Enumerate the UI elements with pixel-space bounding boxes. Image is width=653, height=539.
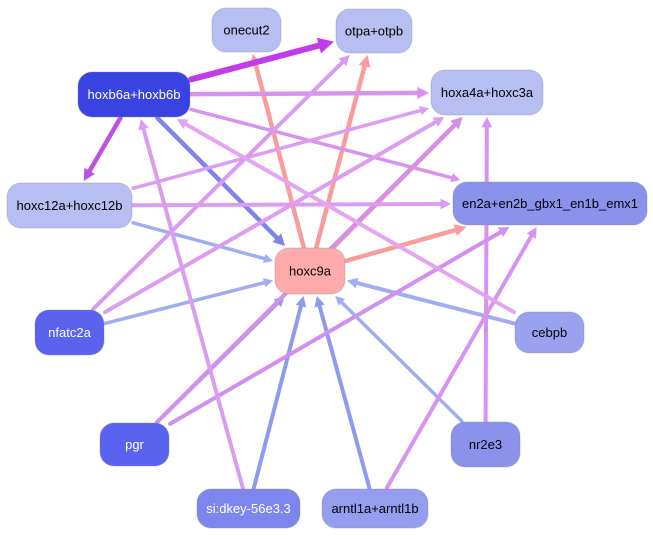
arrowhead-icon bbox=[450, 173, 461, 183]
edge-line bbox=[188, 42, 323, 83]
edge-line bbox=[384, 233, 534, 490]
edge-line bbox=[483, 124, 489, 423]
edge-nfatc2a-to-hoxc9a bbox=[103, 278, 273, 326]
node-hoxb6a[interactable]: hoxb6a+hoxb6b bbox=[77, 71, 191, 118]
node-shape[interactable] bbox=[514, 311, 585, 354]
node-layer: onecut2 otpa+otpb hoxb6a+hoxb6b hoxa4a+hoxc… bbox=[6, 7, 648, 529]
edge-layer bbox=[83, 37, 537, 490]
edge-line bbox=[131, 201, 444, 208]
edge-nr2e3-to-hoxa4a bbox=[481, 117, 493, 423]
arrowhead-icon bbox=[338, 55, 350, 67]
node-otpa[interactable]: otpa+otpb bbox=[335, 8, 413, 54]
node-shape[interactable] bbox=[274, 247, 346, 295]
arrowhead-icon bbox=[295, 296, 307, 308]
edge-line bbox=[317, 303, 372, 490]
arrowhead-icon bbox=[83, 167, 95, 181]
node-shape[interactable] bbox=[450, 421, 521, 468]
edge-cebpb-to-hoxb6a bbox=[176, 119, 516, 315]
arrowhead-icon bbox=[497, 227, 510, 237]
edge-line bbox=[339, 299, 464, 423]
edge-cebpb-to-hoxc9a bbox=[347, 277, 516, 326]
arrowhead-icon bbox=[314, 296, 325, 308]
edge-hoxb6a-to-otpa bbox=[188, 37, 334, 83]
edge-line bbox=[314, 63, 368, 250]
edge-line bbox=[131, 221, 267, 261]
node-hoxa4a[interactable]: hoxa4a+hoxc3a bbox=[430, 69, 544, 116]
edge-nfatc2a-to-hoxa4a bbox=[103, 117, 445, 315]
arrowhead-icon bbox=[453, 224, 467, 237]
node-pgr[interactable]: pgr bbox=[99, 422, 170, 467]
edge-line bbox=[86, 115, 123, 174]
edge-line bbox=[251, 303, 304, 490]
edge-hoxb6a-to-en2a bbox=[189, 107, 461, 183]
node-cebpb[interactable]: cebpb bbox=[514, 311, 585, 354]
arrowhead-icon bbox=[176, 119, 189, 129]
edge-line bbox=[168, 229, 504, 426]
edge-hoxc12a-to-hoxc9a bbox=[131, 221, 273, 264]
arrowhead-icon bbox=[316, 37, 334, 54]
node-shape[interactable] bbox=[321, 488, 429, 529]
node-arntl1a[interactable]: arntl1a+arntl1b bbox=[321, 488, 429, 529]
node-onecut2[interactable]: onecut2 bbox=[211, 7, 282, 53]
edge-hoxc9a-to-otpa bbox=[314, 55, 371, 250]
arrowhead-icon bbox=[417, 86, 429, 99]
edge-sidkey-to-hoxb6a bbox=[138, 119, 245, 490]
arrowhead-icon bbox=[272, 233, 286, 246]
edge-line bbox=[131, 108, 423, 191]
edge-line bbox=[188, 90, 421, 97]
node-shape[interactable] bbox=[430, 69, 544, 116]
node-nr2e3[interactable]: nr2e3 bbox=[450, 421, 521, 468]
arrowhead-icon bbox=[262, 253, 273, 264]
edge-hoxc12a-to-en2a bbox=[131, 198, 451, 210]
edge-arntl1a-to-hoxc9a bbox=[314, 296, 372, 490]
arrowhead-icon bbox=[347, 277, 359, 289]
edge-line bbox=[91, 59, 346, 311]
edge-line bbox=[141, 126, 245, 490]
node-hoxc9a[interactable]: hoxc9a bbox=[274, 247, 346, 295]
node-shape[interactable] bbox=[34, 309, 105, 356]
node-shape[interactable] bbox=[211, 7, 282, 53]
arrowhead-icon bbox=[526, 227, 537, 239]
edge-arntl1a-to-en2a bbox=[384, 227, 537, 490]
edge-line bbox=[103, 280, 267, 326]
node-shape[interactable] bbox=[196, 488, 301, 529]
node-shape[interactable] bbox=[6, 182, 133, 229]
node-shape[interactable] bbox=[335, 8, 413, 54]
edge-line bbox=[189, 107, 455, 180]
edge-nfatc2a-to-otpa bbox=[91, 55, 350, 311]
edge-hoxb6a-to-hoxa4a bbox=[188, 86, 429, 99]
edge-line bbox=[103, 119, 439, 315]
edge-hoxb6a-to-hoxc9a bbox=[155, 115, 286, 246]
edge-nr2e3-to-hoxc9a bbox=[335, 296, 464, 423]
node-shape[interactable] bbox=[452, 181, 648, 226]
arrowhead-icon bbox=[418, 106, 429, 116]
arrowhead-icon bbox=[263, 278, 273, 288]
edge-hoxc9a-to-en2a bbox=[343, 224, 467, 264]
edge-hoxb6a-to-hoxc12a bbox=[83, 115, 123, 181]
edge-pgr-to-en2a bbox=[168, 227, 510, 426]
edge-hoxc12a-to-hoxa4a bbox=[131, 106, 429, 191]
node-en2a[interactable]: en2a+en2b_gbx1_en1b_emx1 bbox=[452, 181, 648, 226]
node-shape[interactable] bbox=[77, 71, 191, 118]
edge-sidkey-to-hoxc9a bbox=[251, 296, 307, 490]
arrowhead-icon bbox=[451, 117, 463, 129]
arrowhead-icon bbox=[481, 117, 493, 128]
node-sidkey[interactable]: si:dkey-56e3.3 bbox=[196, 488, 301, 529]
arrowhead-icon bbox=[440, 198, 451, 210]
edge-line bbox=[155, 115, 280, 241]
arrowhead-icon bbox=[432, 117, 445, 127]
node-shape[interactable] bbox=[99, 422, 170, 467]
arrowhead-icon bbox=[138, 119, 149, 131]
node-hoxc12a[interactable]: hoxc12a+hoxc12b bbox=[6, 182, 133, 229]
arrowhead-icon bbox=[358, 55, 371, 68]
edge-line bbox=[182, 121, 516, 315]
node-nfatc2a[interactable]: nfatc2a bbox=[34, 309, 105, 356]
arrowhead-icon bbox=[335, 296, 346, 306]
